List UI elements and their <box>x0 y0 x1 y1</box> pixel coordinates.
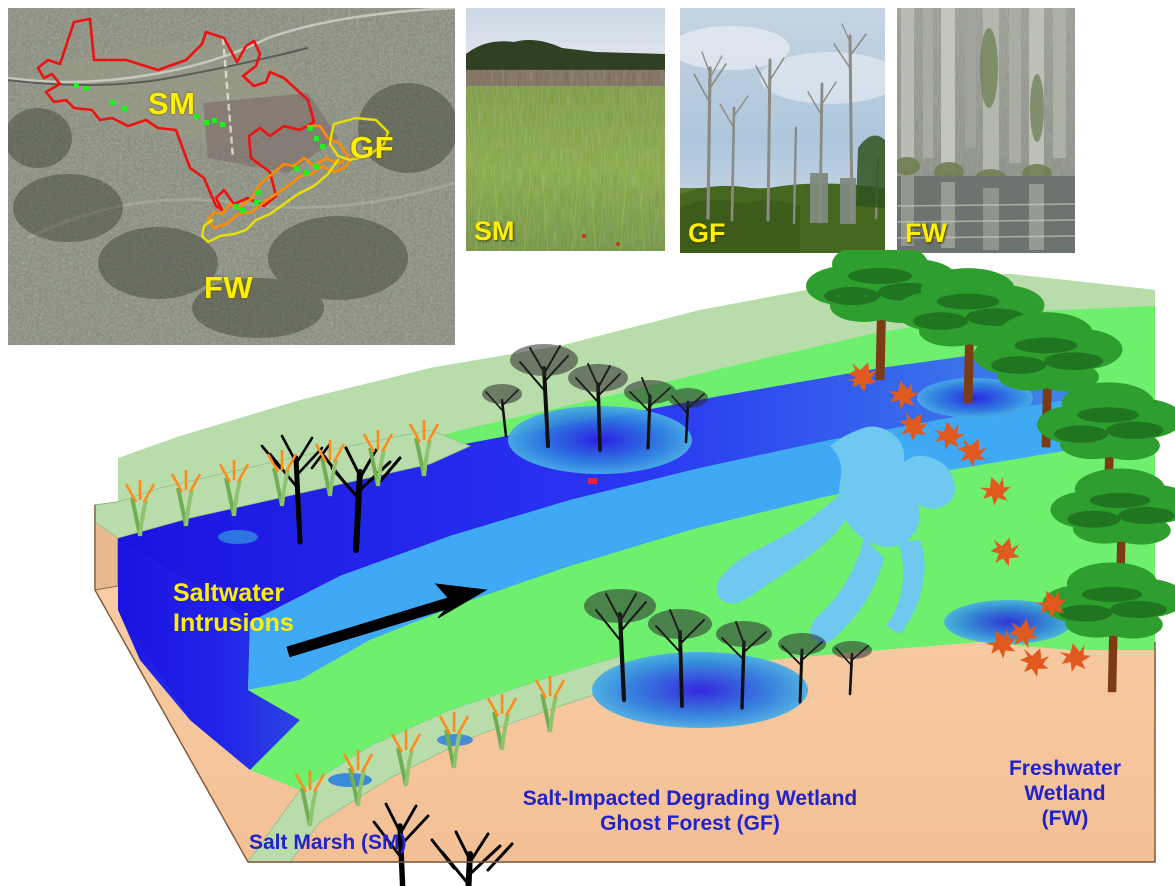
landscape-block <box>94 250 1175 886</box>
sample-points <box>74 83 325 213</box>
aerial-site-map: SM GF FW <box>8 8 455 345</box>
map-imagery <box>8 8 455 345</box>
zone-label-fw-line-3: (FW) <box>1041 807 1089 830</box>
zone-label-fw-line-2: Wetland <box>1024 782 1106 805</box>
intrusion-line-1: Saltwater <box>173 579 285 607</box>
photo-sm-image <box>466 8 665 251</box>
zone-label-fw: Freshwater Wetland (FW) <box>975 756 1155 831</box>
intrusion-line-2: Intrusions <box>173 609 294 637</box>
photo-panel-sm: SM <box>466 8 665 251</box>
marsh-grass <box>124 420 566 827</box>
photo-label-gf: GF <box>688 218 726 248</box>
zone-label-fw-line-1: Freshwater <box>1008 757 1122 780</box>
block-diagram: Saltwater Intrusions Salt Marsh (SM) Sal… <box>0 250 1175 886</box>
plot-marker <box>588 478 597 484</box>
photo-gf-image <box>680 8 885 253</box>
leaf-litter <box>847 362 1091 678</box>
saltwater-intrusion-arrow <box>286 583 488 658</box>
map-zone-label-sm: SM <box>148 86 196 121</box>
zone-label-gf: Salt-Impacted Degrading Wetland Ghost Fo… <box>470 786 910 836</box>
zone-label-gf-line-2: Ghost Forest (GF) <box>600 812 780 835</box>
map-zone-label-gf: GF <box>350 130 395 165</box>
photo-panel-gf: GF <box>680 8 885 253</box>
photo-label-fw: FW <box>905 218 947 248</box>
saltwater-intrusion-annotation: Saltwater Intrusions <box>173 578 294 638</box>
zone-label-sm: Salt Marsh (SM) <box>249 831 407 854</box>
photo-fw-image <box>897 8 1075 253</box>
zone-label-gf-line-1: Salt-Impacted Degrading Wetland <box>522 787 858 810</box>
healthy-trees <box>806 250 1175 693</box>
map-zone-label-fw: FW <box>204 270 254 305</box>
photo-panel-fw: FW <box>897 8 1075 253</box>
photo-label-sm: SM <box>474 216 515 246</box>
